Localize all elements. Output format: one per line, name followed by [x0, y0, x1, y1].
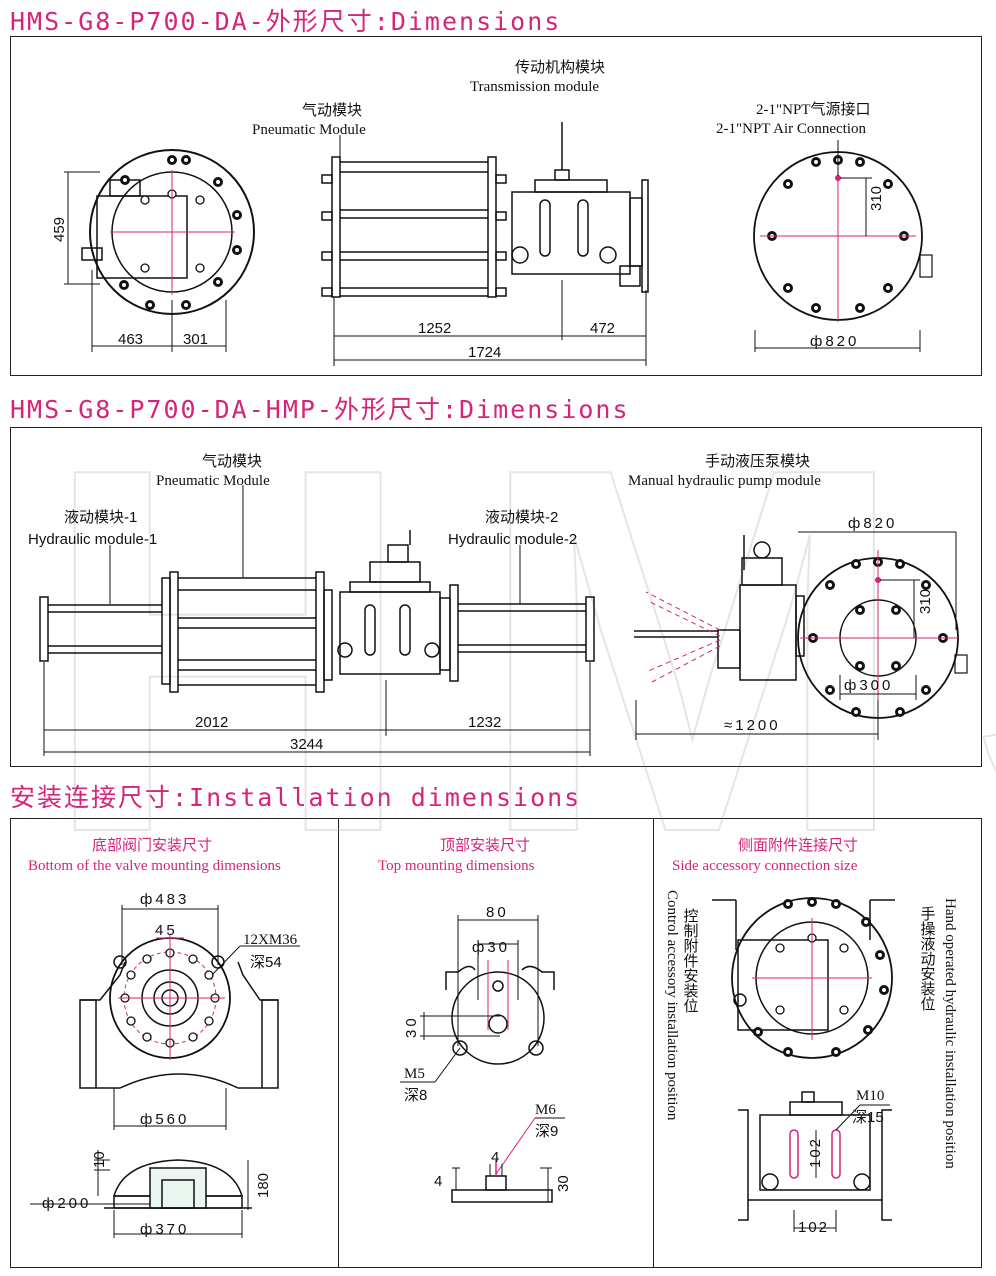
label-bottom-cn: 底部阀门安装尺寸: [92, 837, 212, 854]
panel-hmp-dimensions: [10, 427, 982, 767]
dim-30: 30: [403, 1015, 420, 1038]
dim-820-end: ф820: [810, 333, 859, 350]
label-top-en: Top mounting dimensions: [378, 858, 535, 874]
top-mount-view: [445, 965, 555, 1065]
bottom-mount-dims: [113, 905, 300, 1130]
label-hmp-pneumatic-en: Pneumatic Module: [156, 473, 270, 489]
label-transmission-cn: 传动机构模块: [515, 59, 605, 76]
label-pneumatic-cn: 气动模块: [302, 102, 362, 119]
dim-30-dia: ф30: [472, 939, 510, 956]
hmp-side-view: [39, 530, 595, 693]
label-pneumatic-en: Pneumatic Module: [252, 122, 366, 138]
top-section-view: [451, 1160, 553, 1203]
bottom-section-dims: [30, 1150, 249, 1238]
dim-472: 472: [590, 320, 615, 337]
label-hand-cn: 手操液动安装位: [919, 906, 936, 1011]
top-section-dims: [452, 1117, 565, 1202]
label-depth-9: 深9: [535, 1123, 558, 1140]
label-pump-cn: 手动液压泵模块: [705, 453, 810, 470]
side-view-actuator: [321, 122, 649, 298]
label-m10: M10: [856, 1088, 884, 1104]
label-hand-en: Hand operated hydraulic installation pos…: [942, 898, 958, 1169]
dim-45: 45: [155, 922, 178, 939]
label-hyd2-cn: 液动模块-2: [485, 509, 558, 526]
label-bottom-en: Bottom of the valve mounting dimensions: [28, 858, 281, 874]
label-hyd1-cn: 液动模块-1: [64, 509, 137, 526]
label-top-cn: 顶部安装尺寸: [440, 837, 530, 854]
dim-301: 301: [183, 331, 208, 348]
dim-80: 80: [486, 904, 509, 921]
dim-hmp-310: 310: [917, 589, 934, 614]
dim-4-top: 4: [491, 1149, 499, 1166]
label-pump-en: Manual hydraulic pump module: [628, 473, 821, 489]
hmp-end-dims: [635, 531, 958, 740]
dim-3244: 3244: [290, 736, 323, 753]
svg-text:HMS: HMS: [40, 360, 996, 941]
dim-180: 180: [255, 1173, 272, 1198]
dim-463: 463: [118, 331, 143, 348]
label-transmission-en: Transmission module: [470, 79, 599, 95]
label-control-cn: 控制附件安装位: [682, 908, 699, 1013]
dim-1252: 1252: [418, 320, 451, 337]
dim-2012: 2012: [195, 714, 228, 731]
label-control-en: Control accessory installation position: [664, 890, 680, 1121]
dim-hmp-1200: ≈1200: [724, 717, 781, 734]
front-view-dims: [64, 171, 227, 352]
label-m5: M5: [404, 1066, 425, 1082]
label-12xm36: 12XM36: [243, 932, 298, 948]
hmp-side-dims: [43, 485, 591, 756]
label-depth-54: 深54: [250, 954, 282, 971]
top-mount-dims: [400, 915, 539, 1083]
dim-hmp-820: ф820: [848, 515, 897, 532]
hmp-pump-handle-lines: [645, 591, 721, 683]
label-side-cn: 侧面附件连接尺寸: [738, 837, 858, 854]
side-view-dims: [333, 135, 647, 366]
label-hyd1-en: Hydraulic module-1: [28, 531, 157, 548]
dim-483: ф483: [140, 891, 189, 908]
panel-top-mounting: [338, 818, 655, 1268]
label-hyd2-en: Hydraulic module-2: [448, 531, 577, 548]
label-air-en: 2-1"NPT Air Connection: [716, 121, 867, 137]
side-bottom-dims: [793, 1104, 890, 1232]
dim-102-horizontal: 102: [798, 1219, 829, 1236]
section-title-installation: 安装连接尺寸:Installation dimensions: [10, 783, 582, 812]
dim-10: 10: [91, 1151, 108, 1168]
label-m6: M6: [535, 1102, 556, 1118]
section-title-hmp-dimensions: HMS-G8-P700-DA-HMP-外形尺寸:Dimensions: [10, 395, 630, 424]
panel-side-accessory: [653, 818, 982, 1268]
label-air-cn: 2-1"NPT气源接口: [756, 101, 870, 118]
dim-459: 459: [51, 217, 68, 242]
bottom-section-view: [104, 1159, 252, 1209]
dim-hmp-300: ф300: [844, 677, 893, 694]
side-bottom-view: [738, 1091, 892, 1221]
front-view-centerlines: [110, 170, 235, 295]
dim-102-vertical: 102: [807, 1137, 824, 1168]
dim-1232: 1232: [468, 714, 501, 731]
section-title-dimensions: HMS-G8-P700-DA-外形尺寸:Dimensions: [10, 7, 562, 36]
watermark: HMS: [39, 359, 996, 942]
side-accessory-centerlines: [752, 918, 872, 1040]
dim-370: ф370: [140, 1221, 189, 1238]
dim-200: ф200: [42, 1195, 91, 1212]
dim-4-left: 4: [434, 1173, 442, 1190]
label-depth-8: 深8: [404, 1087, 427, 1104]
dim-1724: 1724: [468, 344, 501, 361]
label-hmp-pneumatic-cn: 气动模块: [202, 453, 262, 470]
dim-310-end: 310: [868, 186, 885, 211]
bottom-mount-view: [79, 937, 279, 1089]
dim-560: ф560: [140, 1111, 189, 1128]
label-side-en: Side accessory connection size: [672, 858, 858, 874]
dim-30-section: 30: [555, 1175, 572, 1192]
label-depth-15: 深15: [852, 1109, 884, 1126]
end-view-centerlines: [754, 140, 921, 352]
